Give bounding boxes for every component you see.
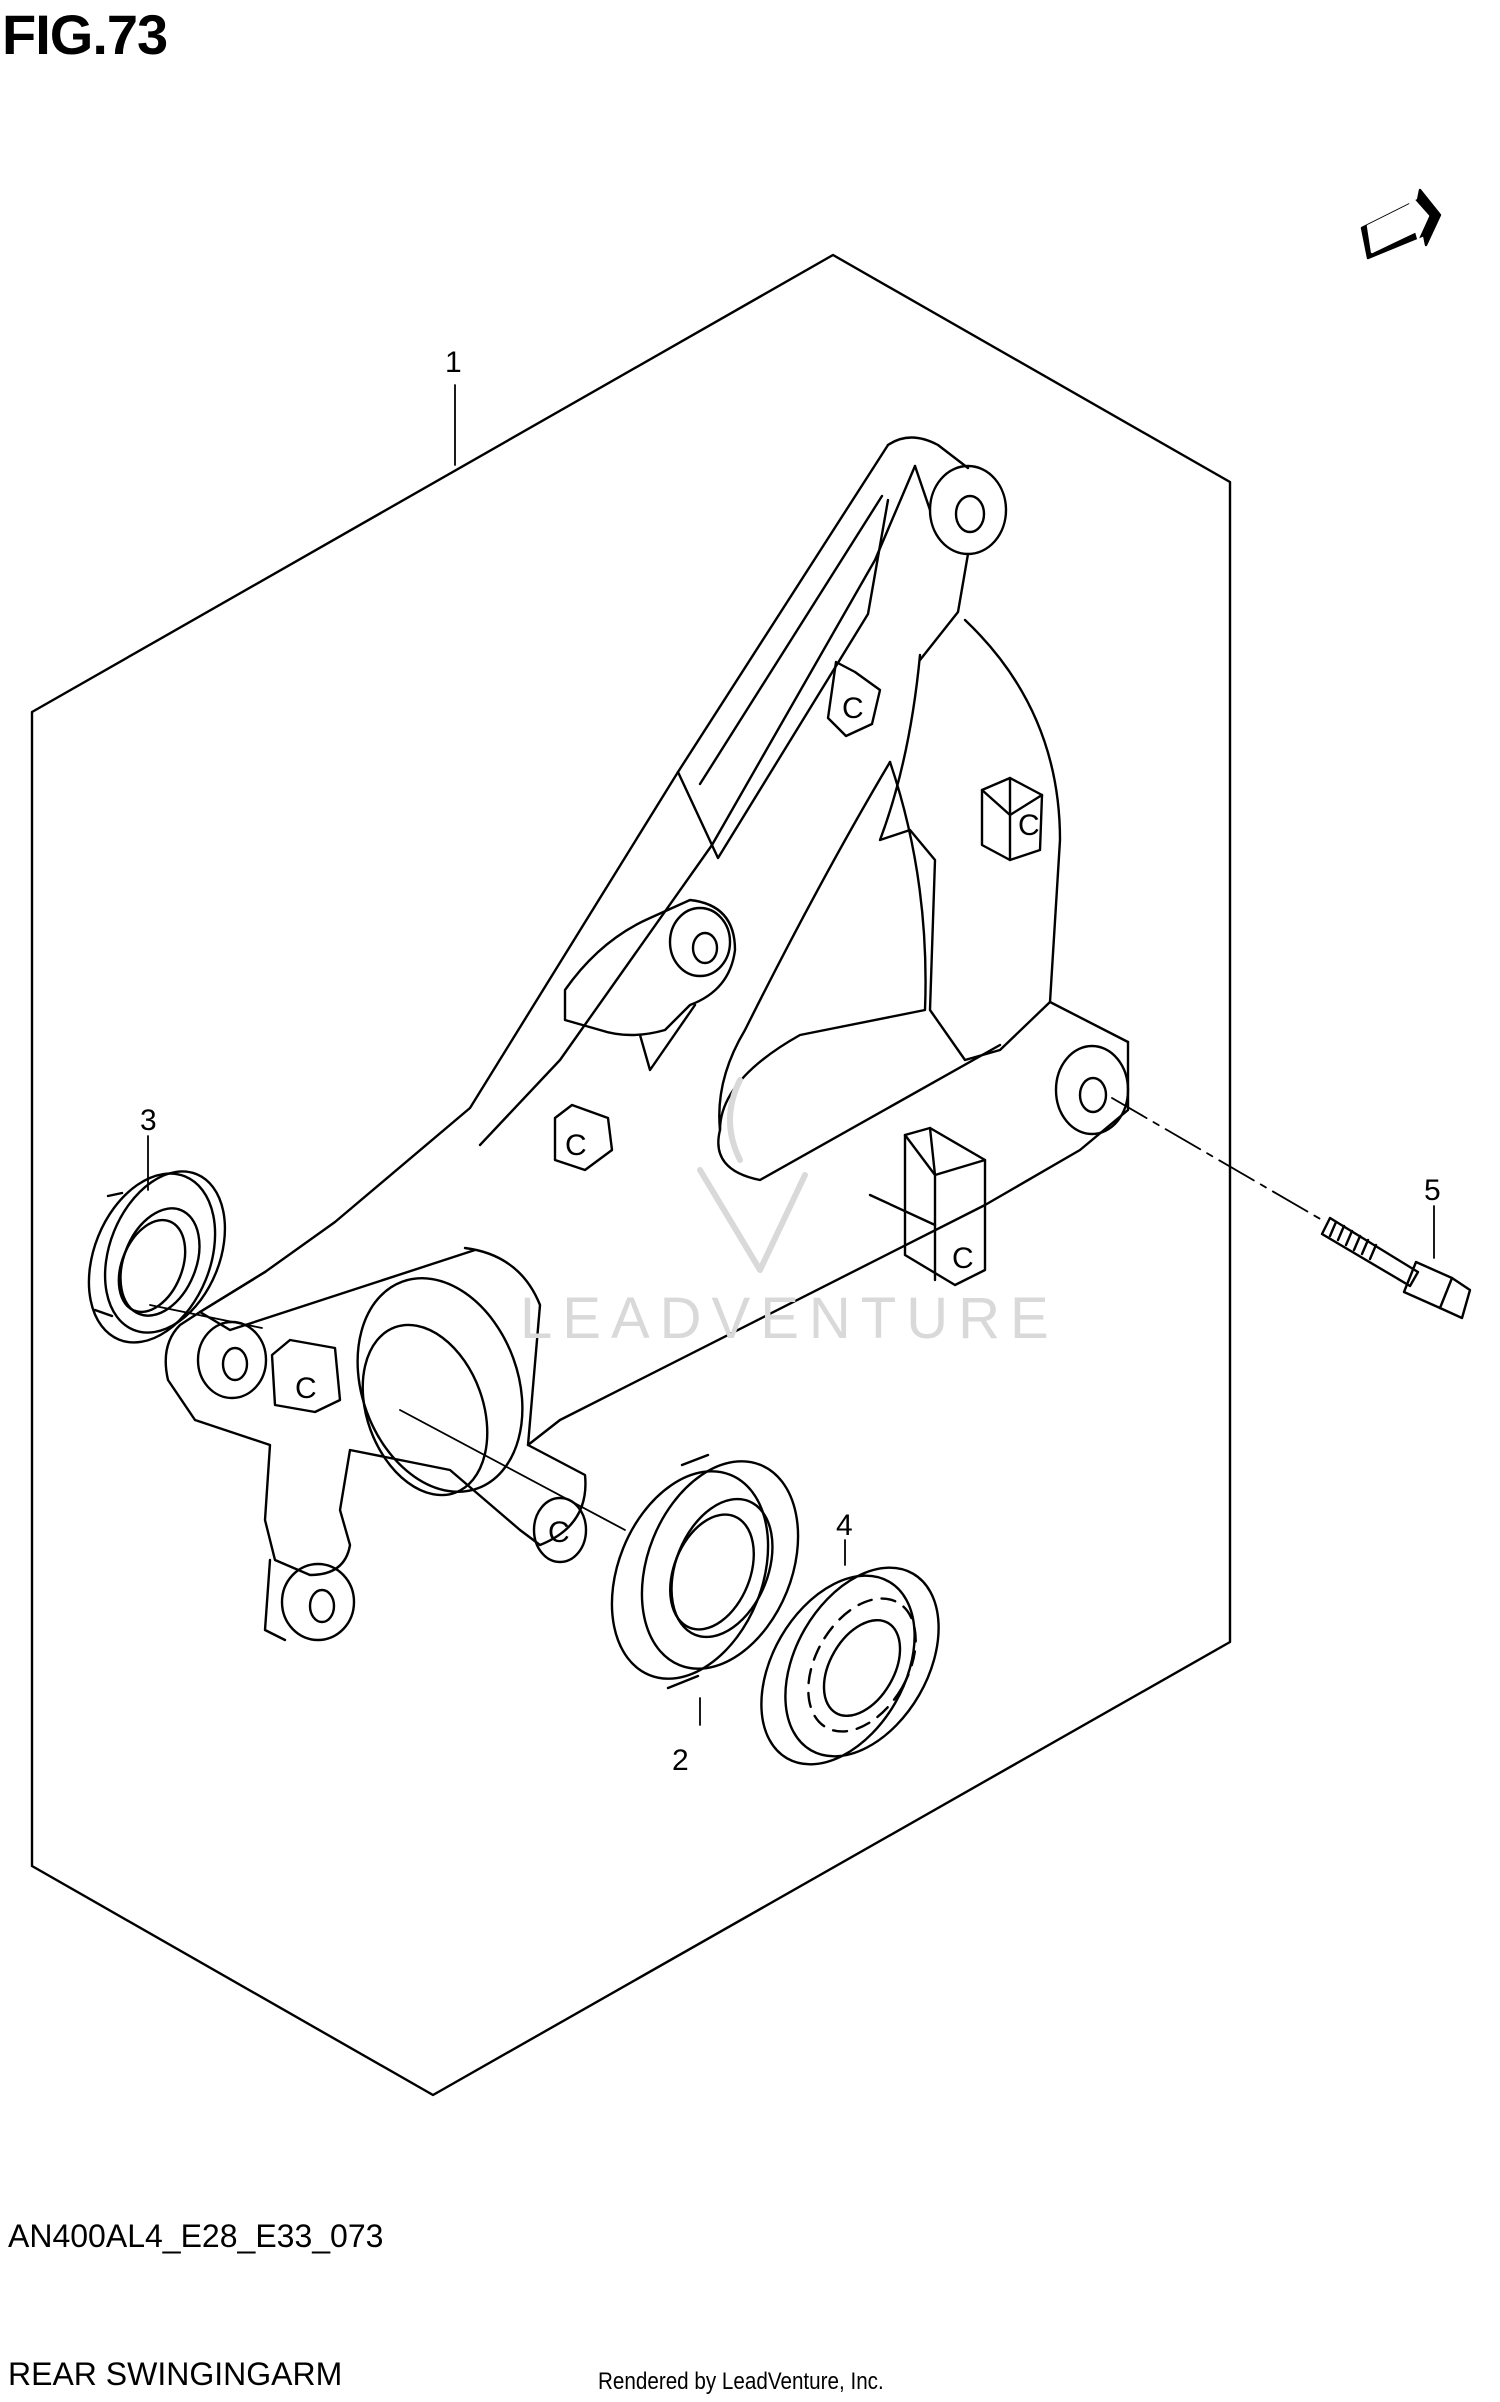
rendered-by-credit: Rendered by LeadVenture, Inc.	[598, 2368, 884, 2395]
svg-text:C: C	[842, 692, 864, 725]
svg-text:C: C	[548, 1516, 570, 1549]
part-number-5: 5	[1424, 1174, 1441, 1207]
part-number-1: 1	[445, 346, 462, 379]
bolt-part	[1320, 1216, 1472, 1320]
figure-title: FIG.73	[2, 3, 168, 66]
part-number-4: 4	[836, 1509, 853, 1542]
assembly-boundary	[30, 253, 1232, 2097]
bearing-part	[610, 1453, 800, 1690]
part-number-2: 2	[672, 1744, 689, 1777]
leader-lines	[147, 384, 1435, 1726]
watermark-text: LEADVENTURE	[520, 1286, 1059, 1351]
svg-text:C: C	[952, 1242, 974, 1275]
svg-text:C: C	[565, 1129, 587, 1162]
figure-name: REAR SWINGINGARM	[8, 2356, 343, 2392]
fwd-arrow-icon	[1360, 188, 1442, 260]
oil-seal-right-part	[760, 1566, 940, 1766]
svg-text:C: C	[1018, 809, 1040, 842]
swingarm-part: C C C	[164, 436, 1130, 1642]
watermark-logo	[697, 1077, 808, 1273]
oil-seal-left-part	[87, 1170, 227, 1344]
figure-code: AN400AL4_E28_E33_073	[8, 2218, 384, 2254]
svg-text:C: C	[295, 1372, 317, 1405]
part-number-3: 3	[140, 1104, 157, 1137]
